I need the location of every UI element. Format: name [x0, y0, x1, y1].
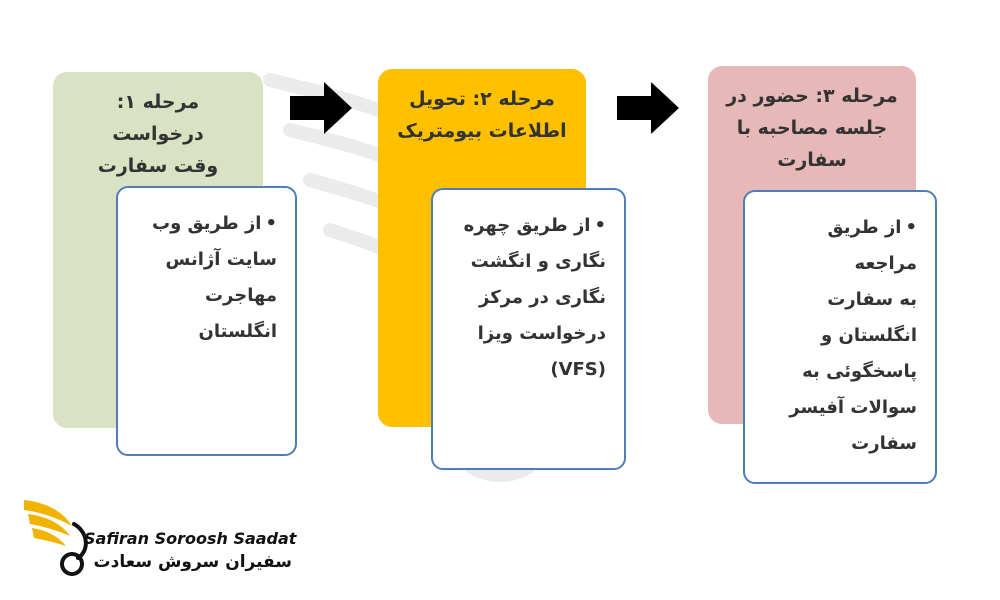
stage-1-description: •از طریق وب سایت آژانس مهاجرت انگلستان: [132, 206, 277, 350]
stage-3-line: از طریق مراجعه: [827, 217, 917, 274]
stage-1-line: از طریق وب: [152, 213, 262, 234]
company-logo: Safiran Soroosh Saadat سفیران سروش سعادت: [22, 496, 296, 586]
stage-3-title-line2: جلسه مصاحبه با: [736, 117, 888, 139]
stage-3-line: سفارت: [851, 433, 917, 454]
stage-1-title: مرحله ۱: درخواست وقت سفارت: [71, 86, 245, 182]
stage-2-line: از طریق چهره: [463, 215, 591, 236]
stage-1-line: انگلستان: [198, 321, 277, 342]
stage-2-description: •از طریق چهره نگاری و انگشت نگاری در مرک…: [447, 208, 606, 388]
stage-1-title-line1: مرحله ۱: درخواست: [112, 91, 204, 145]
stage-3-line: پاسخگوئی به: [802, 361, 917, 382]
golden-wing-logo-icon: [24, 500, 88, 576]
stage-3-card: •از طریق مراجعه به سفارت انگلستان و پاسخ…: [743, 190, 937, 484]
stage-1-line: سایت آژانس: [165, 249, 277, 270]
bullet-icon: •: [265, 213, 277, 234]
stage-2-line: نگاری در مرکز: [479, 287, 606, 308]
stage-3-line: سوالات آفیسر: [789, 397, 917, 418]
stage-2-line: (VFS): [550, 359, 606, 380]
bullet-icon: •: [905, 217, 917, 238]
logo-name-persian: سفیران سروش سعادت: [93, 552, 292, 572]
stage-3-line: به سفارت: [827, 289, 917, 310]
bullet-icon: •: [594, 215, 606, 236]
stage-2-line: درخواست ویزا: [477, 323, 606, 344]
right-arrow-icon: [290, 82, 352, 134]
stage-3-title: مرحله ۳: حضور در جلسه مصاحبه با سفارت: [726, 80, 898, 176]
stage-2-card: •از طریق چهره نگاری و انگشت نگاری در مرک…: [431, 188, 626, 470]
stage-3-description: •از طریق مراجعه به سفارت انگلستان و پاسخ…: [759, 210, 917, 462]
stage-1-card: •از طریق وب سایت آژانس مهاجرت انگلستان: [116, 186, 297, 456]
logo-name-english: Safiran Soroosh Saadat: [84, 529, 297, 548]
stage-2-title: مرحله ۲: تحویل اطلاعات بیومتریک: [396, 83, 568, 147]
stage-3-line: انگلستان و: [821, 325, 917, 346]
stage-1-line: مهاجرت: [204, 285, 277, 306]
right-arrow-icon: [617, 82, 679, 134]
stage-2-line: نگاری و انگشت: [470, 251, 606, 272]
stage-1-title-line2: وقت سفارت: [97, 155, 219, 177]
stage-2-title-line2: اطلاعات بیومتریک: [397, 120, 567, 142]
stage-3-title-line1: مرحله ۳: حضور در: [726, 85, 898, 107]
stage-2-title-line1: مرحله ۲: تحویل: [409, 88, 555, 110]
stage-3-title-line3: سفارت: [777, 149, 847, 171]
